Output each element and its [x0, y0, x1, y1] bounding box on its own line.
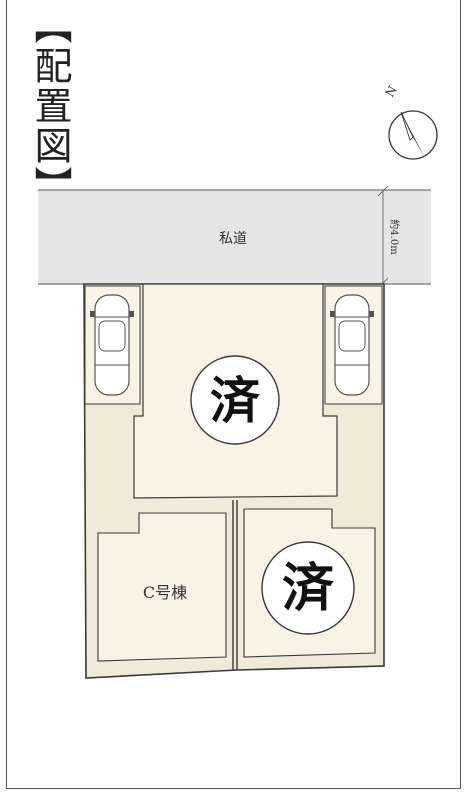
sold-badge-right: 済: [261, 541, 355, 635]
sold-badge-right-text: 済: [282, 558, 335, 619]
lot-c-building: [97, 512, 227, 662]
private-road: 私道 約4.0m: [38, 185, 431, 289]
sold-badge-top-text: 済: [210, 371, 261, 430]
road-width-label: 約4.0m: [388, 219, 401, 255]
road-label: 私道: [219, 231, 247, 247]
compass-label: N: [382, 83, 399, 99]
title-text: 配置図: [28, 46, 72, 166]
north-arrow-icon: N: [382, 83, 438, 160]
sold-badge-top: 済: [190, 355, 280, 445]
car-icon: [90, 294, 134, 396]
car-icon: [330, 294, 374, 396]
title-open-bracket: 【: [28, 6, 72, 46]
lot-c-label: C号棟: [143, 583, 187, 602]
